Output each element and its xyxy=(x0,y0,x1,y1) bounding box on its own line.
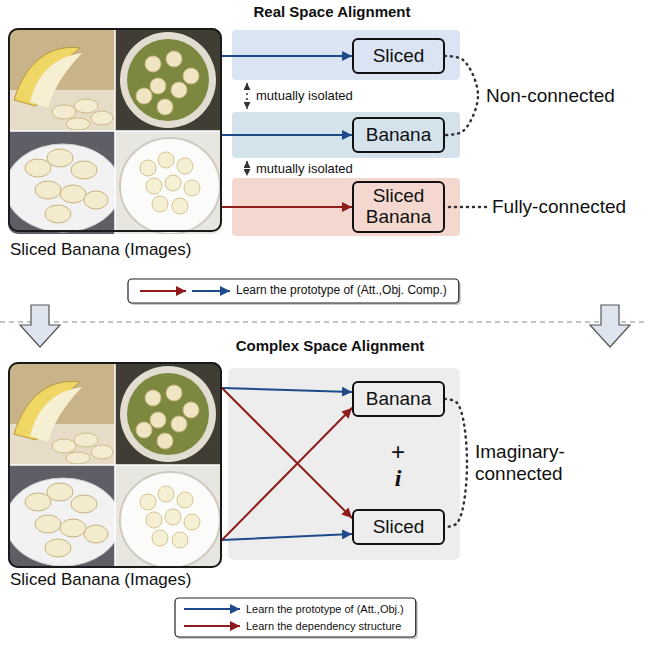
legend-sample xyxy=(184,625,240,627)
alignment-arrow xyxy=(222,534,352,540)
box-label: Sliced xyxy=(358,46,439,67)
concept-box: Sliced xyxy=(352,509,445,546)
image-caption: Sliced Banana (Images) xyxy=(10,240,191,260)
section-title: Real Space Alignment xyxy=(254,3,411,20)
concept-box: Banana xyxy=(352,117,445,154)
isolation-arrow xyxy=(246,161,248,176)
relation-label: Fully-connected xyxy=(492,196,626,218)
edge-label: Imaginary-connected xyxy=(475,441,587,485)
isolation-note: mutually isolated xyxy=(256,162,353,177)
section-title: Complex Space Alignment xyxy=(236,337,425,354)
alignment-arrow xyxy=(222,206,352,208)
legend-text: Learn the prototype of (Att.,Obj.) xyxy=(246,603,404,616)
legend-box xyxy=(128,279,459,303)
imaginary-unit: i xyxy=(395,465,402,491)
concept-box: Banana xyxy=(352,381,445,418)
leader-line xyxy=(449,206,486,209)
legend-sample xyxy=(140,290,186,292)
legend-sample xyxy=(192,290,230,292)
concept-box: Sliced Banana xyxy=(352,181,445,233)
dotted-relation xyxy=(445,399,467,527)
complex-panel-fill xyxy=(228,368,460,560)
alignment-arrow xyxy=(222,388,352,392)
dotted-relation xyxy=(445,56,478,135)
banana-photo xyxy=(5,28,222,234)
isolation-arrow xyxy=(246,83,248,109)
alignment-arrow xyxy=(222,55,352,57)
edge-label: Non-connected xyxy=(486,85,615,107)
divider-line xyxy=(0,321,648,322)
legend-sample xyxy=(184,608,240,610)
plus-sign: + xyxy=(391,439,405,465)
image-panel: Sliced Banana (Images) xyxy=(8,28,222,232)
legend-box xyxy=(175,598,416,637)
alignment-arrow xyxy=(222,408,352,540)
box-label: Sliced xyxy=(358,517,439,538)
box-label: Sliced Banana xyxy=(358,186,439,228)
alignment-arrow xyxy=(222,134,352,136)
legend-text: Learn the prototype of (Att.,Obj. Comp.) xyxy=(236,284,447,298)
complex-panel: BananaSliced +i xyxy=(228,368,460,560)
box-label: Banana xyxy=(358,125,439,146)
image-caption: Sliced Banana (Images) xyxy=(10,570,191,590)
alignment-arrow xyxy=(222,388,352,518)
isolation-note: mutually isolated xyxy=(256,89,353,104)
legend-text: Learn the dependency structure xyxy=(246,620,401,633)
down-arrow xyxy=(590,305,630,347)
banana-photo xyxy=(5,362,222,568)
concept-box: Sliced xyxy=(352,38,445,75)
down-arrow xyxy=(20,305,60,347)
image-panel: Sliced Banana (Images) xyxy=(8,362,222,568)
box-label: Banana xyxy=(358,389,439,410)
